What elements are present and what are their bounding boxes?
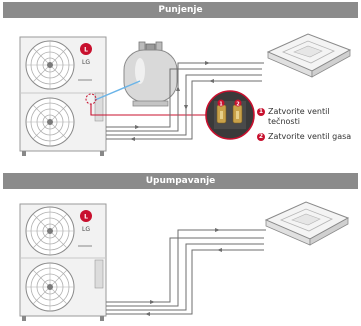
fan-grille-upper xyxy=(25,40,75,90)
fan-grille-upper-2 xyxy=(25,206,75,256)
section-title-pump-down: Upumpavanje xyxy=(3,173,358,189)
legend-text-1: Zatvorite ventil tečnosti xyxy=(268,107,330,126)
charging-hose-blue xyxy=(94,80,141,101)
legend-item-gas-valve: 2 Zatvorite ventil gasa xyxy=(257,132,361,142)
fan-grille-lower xyxy=(25,97,75,147)
lg-logo-text-2: LG xyxy=(82,226,90,233)
outdoor-unit: L LG xyxy=(19,36,107,156)
section-title-charging: Punjenje xyxy=(3,2,358,18)
service-panel xyxy=(94,92,104,122)
service-panel-2 xyxy=(94,259,104,289)
flow-arrows xyxy=(130,61,214,141)
legend-item-liquid-valve: 1 Zatvorite ventil tečnosti xyxy=(257,107,361,127)
lg-logo-icon: L LG xyxy=(80,43,92,66)
unit-label xyxy=(78,79,92,81)
cassette-indoor-unit-icon-2 xyxy=(264,201,350,246)
lg-logo-icon-2: L LG xyxy=(80,210,92,233)
cassette-indoor-unit-icon xyxy=(266,33,352,78)
legend-number-1: 1 xyxy=(257,108,265,116)
valve-marker-2: 2 xyxy=(236,101,240,107)
svg-text:L: L xyxy=(84,47,88,54)
refrigerant-pipes-2 xyxy=(106,229,266,315)
valve-legend: 1 Zatvorite ventil tečnosti 2 Zatvorite … xyxy=(257,107,361,147)
flow-arrows-2 xyxy=(145,228,222,316)
valve-marker-1: 1 xyxy=(219,101,223,107)
legend-text-2: Zatvorite ventil gasa xyxy=(268,132,352,141)
pump-down-diagram: L LG xyxy=(19,201,350,321)
legend-number-2: 2 xyxy=(257,133,265,141)
refrigerant-cylinder-icon xyxy=(123,41,178,107)
service-valve-icon: 1 2 xyxy=(205,90,255,140)
outdoor-unit-2: L LG xyxy=(19,203,107,321)
fan-grille-lower-2 xyxy=(25,262,75,312)
lg-logo-text: LG xyxy=(82,59,90,66)
charging-diagram: L LG xyxy=(19,33,352,156)
svg-text:L: L xyxy=(84,214,88,221)
